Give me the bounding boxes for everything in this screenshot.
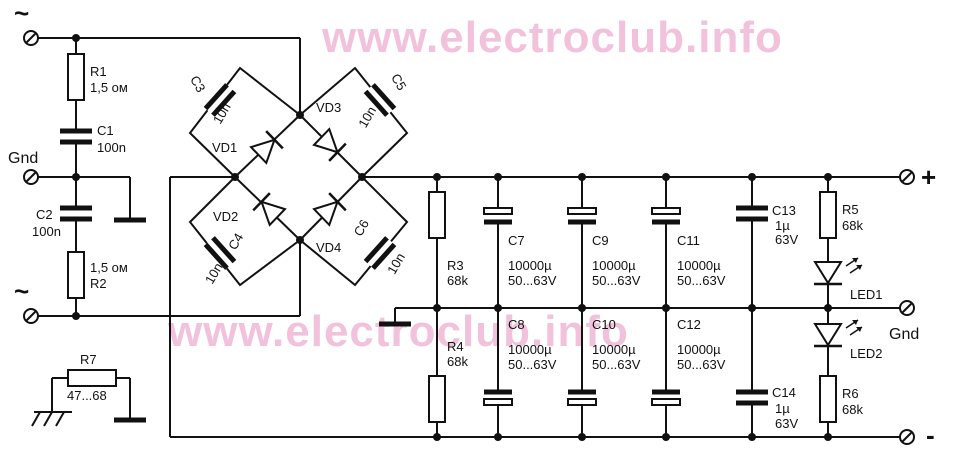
diode-vd4 <box>312 192 347 227</box>
c14-value: 1µ <box>775 401 790 416</box>
c12-voltage: 50...63V <box>677 357 726 372</box>
r7-ref: R7 <box>80 352 97 367</box>
c10-value: 10000µ <box>592 342 636 357</box>
r1-ref: R1 <box>90 64 107 79</box>
vd2-ref: VD2 <box>213 209 238 224</box>
c5-value: 10n <box>355 104 379 130</box>
c10-ref: C10 <box>592 317 616 332</box>
terminal-ac-top <box>23 30 39 46</box>
c8-ref: C8 <box>508 317 525 332</box>
watermark-top: www.electroclub.info <box>321 13 783 62</box>
c10-voltage: 50...63V <box>592 357 641 372</box>
c9-value: 10000µ <box>592 258 636 273</box>
vd4-ref: VD4 <box>316 240 341 255</box>
capacitor-c6 <box>363 236 397 270</box>
led1-ref: LED1 <box>850 287 883 302</box>
c9-ref: C9 <box>592 233 609 248</box>
c8-voltage: 50...63V <box>508 357 557 372</box>
c2-ref: C2 <box>36 207 53 222</box>
c12-ref: C12 <box>677 317 701 332</box>
capacitor-c13 <box>736 177 768 308</box>
c1-ref: C1 <box>97 123 114 138</box>
ac-symbol-top: ~ <box>14 0 29 28</box>
terminal-minus <box>899 429 915 445</box>
capacitor-c9 <box>567 177 597 308</box>
c11-value: 10000µ <box>677 258 721 273</box>
resistor-r1 <box>67 53 85 101</box>
capacitor-c10 <box>567 308 597 437</box>
c12-value: 10000µ <box>677 342 721 357</box>
c5-ref: C5 <box>388 71 409 93</box>
c2-value: 100n <box>32 224 61 239</box>
capacitor-c7 <box>483 177 513 308</box>
terminal-ac-bottom <box>23 308 39 324</box>
terminal-plus <box>899 169 915 185</box>
gnd-label-right: Gnd <box>889 326 919 343</box>
terminal-gnd-left <box>23 169 39 185</box>
diode-vd2 <box>252 192 287 227</box>
r1-value: 1,5 ом <box>90 80 128 95</box>
resistor-r4 <box>428 375 446 423</box>
c4-ref: C4 <box>225 231 246 253</box>
c7-ref: C7 <box>508 233 525 248</box>
r5-value: 68k <box>842 218 863 233</box>
output-filter <box>169 173 900 441</box>
capacitor-c8 <box>483 308 513 437</box>
watermark-bottom: www.electroclub.info <box>167 307 629 356</box>
ac-symbol-bottom: ~ <box>14 276 29 306</box>
bridge-rectifier <box>188 66 409 287</box>
led1 <box>813 257 863 286</box>
resistor-r6 <box>819 375 837 423</box>
gnd-label-left: Gnd <box>8 150 38 167</box>
c7-value: 10000µ <box>508 258 552 273</box>
r4-ref: R4 <box>447 339 464 354</box>
c13-voltage: 63V <box>775 232 798 247</box>
c7-voltage: 50...63V <box>508 273 557 288</box>
r3-value: 68k <box>447 273 468 288</box>
diode-vd3 <box>312 127 347 162</box>
r6-value: 68k <box>842 402 863 417</box>
r7-value: 47...68 <box>67 388 107 403</box>
ground-link-r7 <box>31 369 146 427</box>
led2-ref: LED2 <box>850 346 883 361</box>
capacitor-c11 <box>651 177 681 308</box>
diode-vd1 <box>249 130 284 165</box>
c11-ref: C11 <box>677 233 700 248</box>
led2 <box>813 319 863 348</box>
r6-ref: R6 <box>842 386 859 401</box>
c3-ref: C3 <box>187 73 208 95</box>
vd1-ref: VD1 <box>212 140 237 155</box>
r2-ref: R2 <box>90 276 107 291</box>
c14-ref: C14 <box>772 385 796 400</box>
c9-voltage: 50...63V <box>592 273 641 288</box>
c13-ref: C13 <box>772 203 796 218</box>
minus-symbol: - <box>926 420 935 450</box>
resistor-r2 <box>67 251 85 299</box>
resistor-r5 <box>819 191 837 239</box>
vd3-ref: VD3 <box>316 100 341 115</box>
r2-value: 1,5 ом <box>90 260 128 275</box>
terminal-gnd-right <box>899 300 915 316</box>
capacitor-c3 <box>203 83 237 117</box>
capacitor-c5 <box>363 83 397 117</box>
capacitor-c12 <box>651 308 681 437</box>
plus-symbol: + <box>921 162 936 192</box>
c6-ref: C6 <box>351 217 372 239</box>
resistor-r7 <box>67 369 117 387</box>
r4-value: 68k <box>447 354 468 369</box>
capacitor-c14 <box>736 308 768 437</box>
c13-value: 1µ <box>775 218 790 233</box>
resistor-r3 <box>428 191 446 239</box>
input-filter <box>38 34 301 320</box>
c14-voltage: 63V <box>775 416 798 431</box>
r3-ref: R3 <box>447 258 464 273</box>
c1-value: 100n <box>97 140 126 155</box>
r5-ref: R5 <box>842 202 859 217</box>
c11-voltage: 50...63V <box>677 273 726 288</box>
capacitor-c4 <box>203 236 237 270</box>
c8-value: 10000µ <box>508 342 552 357</box>
